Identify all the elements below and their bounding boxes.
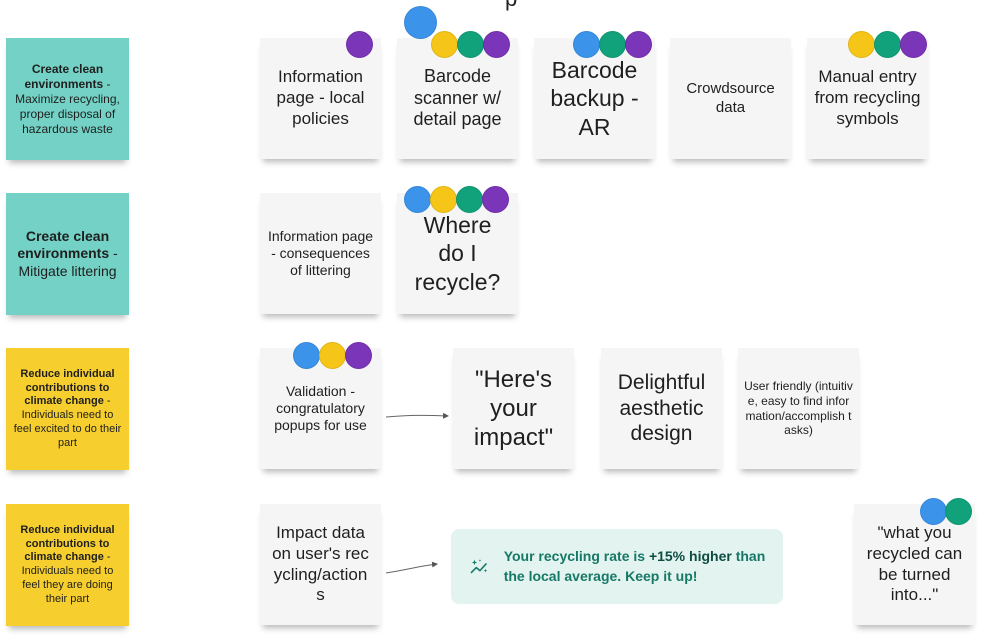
vote-dot-green[interactable] bbox=[874, 31, 901, 58]
vote-dot-green[interactable] bbox=[457, 31, 484, 58]
goal-detail: - Mitigate littering bbox=[18, 245, 118, 279]
toast-highlight: +15% higher bbox=[648, 548, 732, 565]
vote-dot-blue[interactable] bbox=[573, 31, 600, 58]
goal-title: Reduce individual contributions to clima… bbox=[20, 523, 115, 564]
sparkle-trend-icon bbox=[470, 558, 488, 573]
vote-dot-yellow[interactable] bbox=[848, 31, 875, 58]
vote-dot-green[interactable] bbox=[945, 498, 972, 525]
note-text: User friendly (intuitive, easy to find i… bbox=[744, 379, 853, 438]
vote-dot-purple[interactable] bbox=[482, 186, 509, 213]
note-text: Crowdsource data bbox=[686, 80, 775, 116]
vote-dot-blue[interactable] bbox=[404, 6, 437, 39]
goal-detail: - Maximize recycling, proper disposal of… bbox=[15, 76, 120, 136]
impact-toast[interactable]: Your recycling rate is +15% higher than … bbox=[451, 529, 783, 604]
idea-note-heres-your-impact[interactable]: "Here's your impact" bbox=[453, 348, 574, 469]
goal-note-climate-doing-part[interactable]: Reduce individual contributions to clima… bbox=[6, 504, 129, 626]
idea-note-impact-data[interactable]: Impact data on user's recycling/actions bbox=[260, 504, 381, 625]
note-text: Information page - local policies bbox=[276, 67, 365, 128]
idea-note-where-recycle[interactable]: Where do I recycle? bbox=[397, 193, 518, 314]
top-cutoff-text: p bbox=[505, 0, 517, 12]
vote-dot-green[interactable] bbox=[456, 186, 483, 213]
idea-note-barcode-ar[interactable]: Barcode backup - AR bbox=[534, 38, 655, 159]
goal-note-clean-littering[interactable]: Create clean environments - Mitigate lit… bbox=[6, 193, 129, 315]
vote-dot-yellow[interactable] bbox=[319, 342, 346, 369]
note-text: "Here's your impact" bbox=[473, 365, 554, 452]
note-text: Manual entry from recycling symbols bbox=[814, 67, 921, 128]
idea-note-user-friendly[interactable]: User friendly (intuitive, easy to find i… bbox=[738, 348, 859, 469]
toast-suffix: than the local average. Keep it up! bbox=[503, 548, 766, 584]
arrow-validation-to-impact bbox=[385, 412, 449, 419]
goal-note-climate-excited[interactable]: Reduce individual contributions to clima… bbox=[6, 348, 129, 470]
goal-note-clean-maximize[interactable]: Create clean environments - Maximize rec… bbox=[6, 38, 129, 160]
note-text: Delightful aesthetic design bbox=[617, 371, 706, 446]
vote-dot-yellow[interactable] bbox=[431, 31, 458, 58]
note-text: Barcode scanner w/ detail page bbox=[413, 65, 502, 130]
vote-dot-purple[interactable] bbox=[483, 31, 510, 58]
toast-message: Your recycling rate is +15% higher than … bbox=[504, 547, 783, 586]
note-text: Where do I recycle? bbox=[414, 212, 501, 295]
goal-detail: - Individuals need to feel excited to do… bbox=[13, 395, 122, 449]
note-text: Information page - consequences of litte… bbox=[267, 227, 374, 279]
vote-dot-purple[interactable] bbox=[900, 31, 927, 58]
vote-dot-purple[interactable] bbox=[345, 342, 372, 369]
goal-title: Create clean environments bbox=[17, 227, 110, 262]
note-text: Validation - congratulatory popups for u… bbox=[274, 382, 367, 434]
goal-title: Reduce individual contributions to clima… bbox=[20, 367, 115, 408]
idea-note-manual-entry[interactable]: Manual entry from recycling symbols bbox=[807, 38, 928, 159]
vote-dot-purple[interactable] bbox=[346, 31, 373, 58]
vote-dot-purple[interactable] bbox=[625, 31, 652, 58]
vote-dot-yellow[interactable] bbox=[430, 186, 457, 213]
vote-dot-blue[interactable] bbox=[404, 186, 431, 213]
idea-note-info-local-policies[interactable]: Information page - local policies bbox=[260, 38, 381, 159]
idea-note-barcode-scanner[interactable]: Barcode scanner w/ detail page bbox=[397, 38, 518, 159]
toast-prefix: Your recycling rate is bbox=[503, 548, 649, 565]
idea-note-info-littering[interactable]: Information page - consequences of litte… bbox=[260, 193, 381, 314]
vote-dot-blue[interactable] bbox=[293, 342, 320, 369]
arrow-impactdata-to-toast bbox=[385, 561, 438, 574]
note-text: "what you recycled can be turned into...… bbox=[866, 523, 963, 605]
idea-note-crowdsource[interactable]: Crowdsource data bbox=[670, 38, 791, 159]
goal-detail: - Individuals need to feel they are doin… bbox=[21, 551, 114, 605]
goal-title: Create clean environments bbox=[24, 61, 104, 91]
vote-dot-blue[interactable] bbox=[920, 498, 947, 525]
note-text: Impact data on user's recycling/actions bbox=[272, 523, 369, 605]
vote-dot-green[interactable] bbox=[599, 31, 626, 58]
idea-note-delightful-design[interactable]: Delightful aesthetic design bbox=[601, 348, 722, 469]
note-text: Barcode backup - AR bbox=[550, 57, 639, 140]
